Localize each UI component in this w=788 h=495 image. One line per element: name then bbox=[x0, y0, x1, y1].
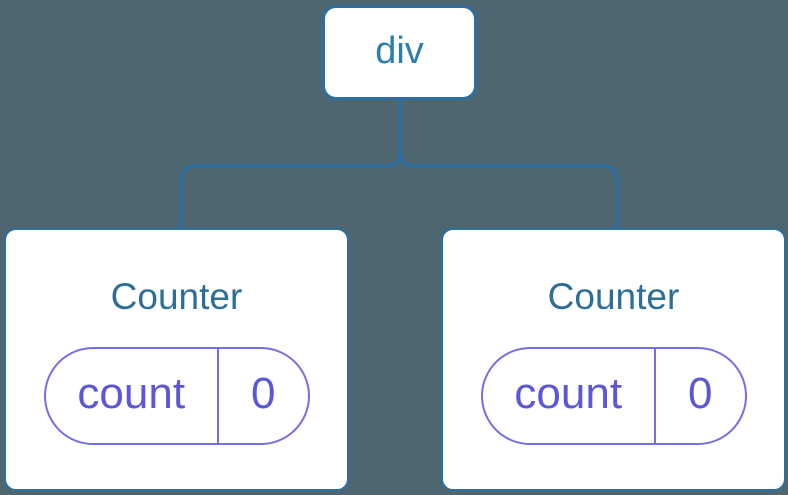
root-node-label: div bbox=[375, 29, 424, 72]
connector-right-branch bbox=[398, 99, 619, 229]
state-pill: count 0 bbox=[43, 347, 310, 445]
connector-left-branch bbox=[179, 99, 402, 229]
state-value: 0 bbox=[654, 349, 745, 443]
state-value: 0 bbox=[217, 349, 308, 443]
state-pill: count 0 bbox=[480, 347, 747, 445]
state-key-label: count bbox=[77, 369, 186, 418]
counter-card-left: Counter count 0 bbox=[4, 228, 349, 491]
state-key-label: count bbox=[514, 369, 623, 418]
root-node-div: div bbox=[322, 5, 477, 100]
component-title: Counter bbox=[110, 276, 243, 317]
counter-card-right: Counter count 0 bbox=[441, 228, 786, 491]
component-title: Counter bbox=[547, 276, 680, 317]
